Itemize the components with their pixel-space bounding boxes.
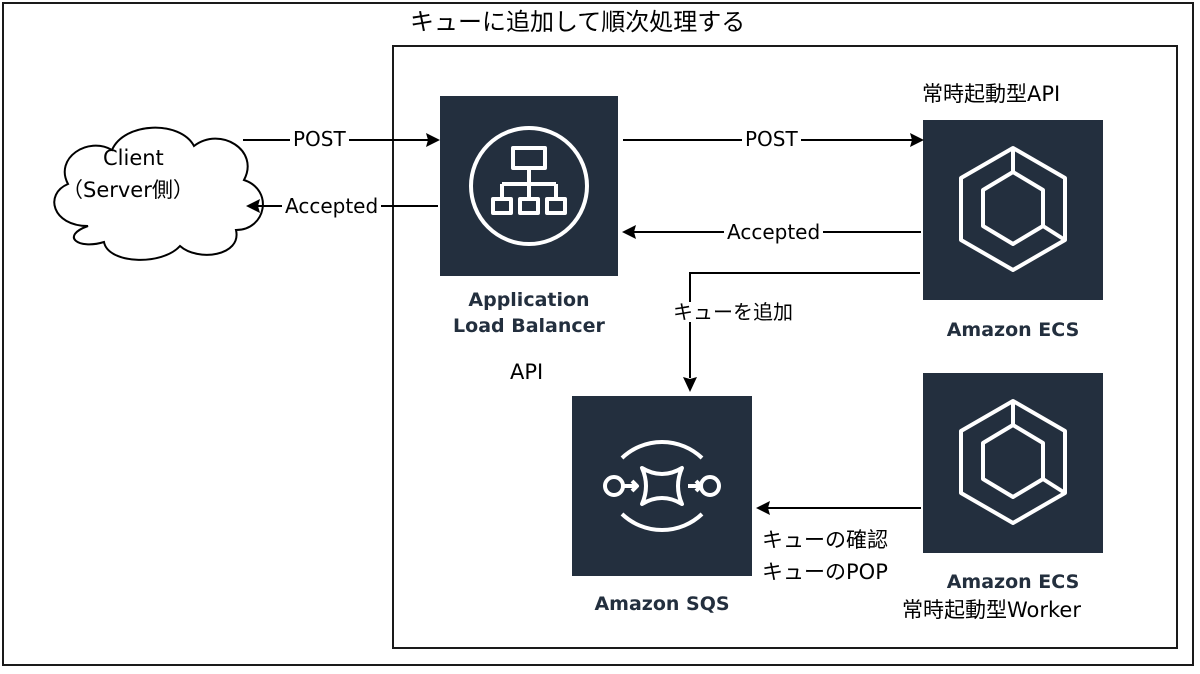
arrowhead — [910, 133, 924, 147]
edge-label-client-post: POST — [290, 129, 349, 149]
client-cloud — [53, 126, 264, 261]
sqs-name: Amazon SQS — [594, 593, 730, 615]
arrowhead — [756, 501, 770, 515]
ecs-worker-name: Amazon ECS — [946, 571, 1080, 593]
arrowhead — [622, 225, 636, 239]
client-label-line2: （Server側） — [62, 178, 194, 202]
diagram-title: キューに追加して順次処理する — [410, 8, 746, 36]
ecs-worker-tile — [923, 373, 1103, 553]
edge-label-alb-accepted: Accepted — [724, 222, 824, 242]
ecs-api-tile — [923, 120, 1103, 300]
ecs-api-caption: 常時起動型API — [922, 82, 1061, 106]
edge-label-client-accepted: Accepted — [282, 196, 382, 216]
arrowhead — [426, 133, 440, 147]
edge-label-alb-post: POST — [742, 129, 801, 149]
api-group-label: API — [510, 360, 544, 384]
load-balancer-icon — [469, 126, 589, 246]
ecs-icon — [959, 399, 1067, 525]
client-label-line1: Client — [103, 146, 164, 170]
connector-enqueue — [689, 272, 920, 378]
outer-frame — [2, 2, 1194, 666]
arrowhead — [683, 377, 697, 392]
arrowhead — [246, 199, 260, 213]
alb-label-line1: Application — [468, 289, 590, 311]
ecs-api-name: Amazon ECS — [946, 319, 1080, 341]
edge-label-check-line1: キューの確認 — [762, 528, 888, 552]
ecs-worker-caption: 常時起動型Worker — [902, 598, 1081, 622]
ecs-icon — [959, 146, 1067, 272]
alb-tile — [440, 96, 618, 276]
group-frame — [392, 45, 1178, 649]
edge-label-enqueue: キューを追加 — [670, 302, 796, 322]
sqs-tile — [572, 396, 752, 576]
sqs-icon — [603, 440, 721, 532]
alb-label-line2: Load Balancer — [453, 315, 605, 337]
edge-label-check-line2: キューのPOP — [762, 560, 888, 584]
